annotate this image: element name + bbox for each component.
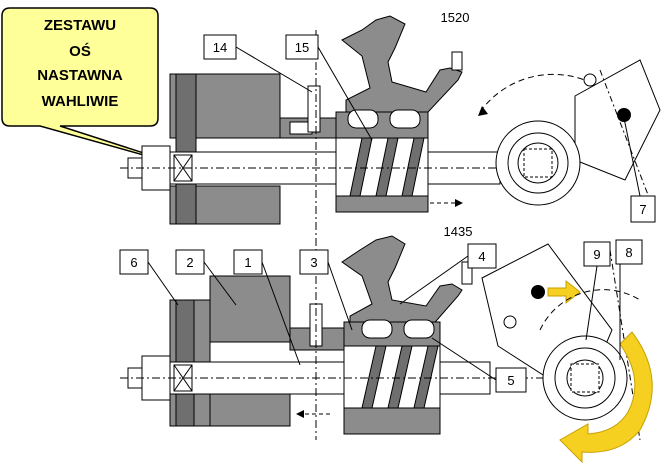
label-9: 9	[593, 247, 600, 262]
bottom-rail	[341, 235, 463, 329]
label-box-3	[299, 249, 329, 275]
label-1520: 1520	[441, 10, 470, 25]
bottom-housing-bottom	[209, 389, 291, 427]
bottom-right-view: 9 8	[481, 239, 653, 464]
label-box-8	[615, 239, 643, 265]
label-3: 3	[310, 255, 317, 270]
top-rail	[341, 15, 463, 113]
label-2: 2	[186, 255, 193, 270]
label-box-6	[119, 249, 149, 275]
label-8: 8	[625, 245, 632, 260]
callout-line-1: ZESTAWU	[44, 17, 116, 34]
callout-line-2: OŚ	[69, 42, 91, 60]
bottom-roller-2	[403, 319, 435, 339]
callout-bubble: ZESTAWU OŚ NASTAWNA WAHLIWIE	[1, 7, 191, 169]
label-14: 14	[213, 40, 227, 55]
label-1435: 1435	[444, 224, 473, 239]
label-1: 1	[244, 255, 251, 270]
top-pivot-dot	[617, 108, 631, 122]
top-right-view: 7	[478, 59, 661, 223]
label-7: 7	[639, 202, 646, 217]
callout-line-3: NASTAWNA	[37, 67, 123, 84]
bottom-assembly	[120, 235, 560, 440]
top-assembly	[120, 15, 560, 250]
bottom-labels: 1435 6 2 1 3 4 5	[119, 224, 527, 393]
top-pin	[307, 85, 321, 133]
label-box-9	[583, 241, 611, 267]
bottom-pivot-dot	[531, 285, 545, 299]
bottom-housing-top	[209, 275, 291, 343]
bottom-roller-1	[361, 319, 393, 339]
label-box-4	[467, 243, 497, 269]
top-roller-1	[347, 109, 379, 129]
top-end-plate	[175, 73, 197, 225]
label-box-5	[495, 367, 527, 393]
label-4: 4	[478, 249, 485, 264]
label-box-2	[175, 249, 205, 275]
label-15: 15	[295, 40, 309, 55]
yellow-rotation-arrow	[559, 331, 653, 464]
yellow-arrow-right	[547, 279, 581, 305]
top-labels: 14 15 1520	[203, 10, 470, 141]
label-box-15	[285, 34, 319, 60]
label-box-1	[233, 249, 263, 275]
label-box-7	[630, 195, 656, 223]
label-6: 6	[130, 255, 137, 270]
callout-line-4: WAHLIWIE	[42, 93, 119, 110]
label-5: 5	[507, 373, 514, 388]
top-roller-2	[389, 109, 421, 129]
